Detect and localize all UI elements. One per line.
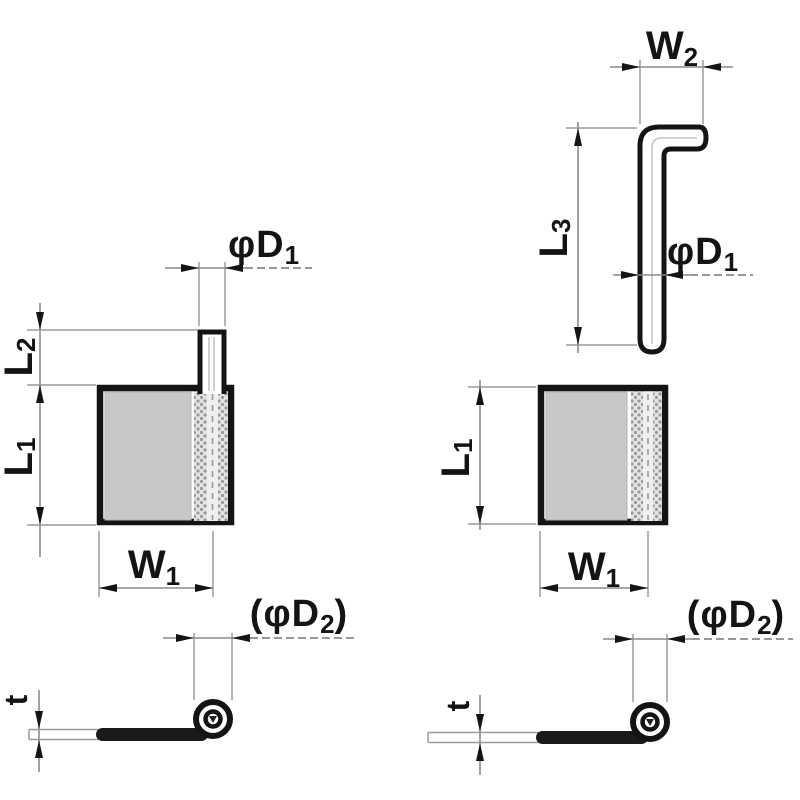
arrowhead [225, 264, 243, 272]
arrowhead [195, 584, 213, 592]
arrowhead [36, 385, 44, 403]
hinge-knuckle-channel [643, 391, 653, 521]
hinge-pin [197, 329, 227, 394]
body-width-label: W1 [568, 545, 620, 593]
left-hinge-front-view [96, 329, 235, 526]
pin-height-label: L2 [0, 338, 41, 377]
l-pin-body [637, 124, 709, 355]
arrowhead [476, 506, 484, 524]
l-pin-highlight-line [651, 137, 697, 344]
arrowhead [99, 584, 117, 592]
right-labels: W2 L3 φD1 L1 W1 (φD2) t [434, 24, 785, 711]
knuckle-curl-center [646, 719, 654, 726]
thickness-label: t [440, 700, 476, 711]
arrowhead [476, 387, 484, 405]
right-hinge-front-view [537, 384, 669, 526]
left-hinge-side-view [28, 699, 233, 741]
body-width-label: W1 [128, 543, 180, 591]
thickness-label: t [0, 694, 34, 705]
leaf-bar [536, 731, 648, 744]
body-height-label: L1 [0, 438, 41, 477]
left-arrowheads [35, 264, 250, 758]
arrowhead [35, 711, 43, 729]
knuckle-diameter-label: (φD2) [687, 594, 785, 640]
arrowhead [232, 634, 250, 642]
body-height-label: L1 [434, 439, 478, 478]
right-arrowheads [476, 63, 721, 761]
arrowhead [476, 743, 484, 761]
leaf-thin-outline [28, 728, 100, 741]
arrowhead [476, 714, 484, 732]
knuckle-diameter-label: (φD2) [250, 593, 348, 639]
arrowhead [574, 128, 582, 146]
pin-diameter-label: φD1 [667, 231, 738, 277]
left-labels: φD1 L2 L1 W1 (φD2) t [0, 224, 348, 705]
arrowhead [630, 584, 648, 592]
arrowhead [703, 63, 721, 71]
arrowhead [667, 635, 685, 643]
arrowhead [181, 264, 199, 272]
left-hinge-figure: φD1 L2 L1 W1 (φD2) t [0, 224, 358, 772]
arrowhead [621, 271, 639, 279]
arrowhead [574, 327, 582, 345]
right-hinge-side-view [427, 702, 670, 744]
arrowhead [36, 507, 44, 525]
arrowhead [665, 271, 683, 279]
pin-arm-width-label: W2 [646, 24, 698, 72]
arrowhead [615, 635, 633, 643]
leaf-thin-outline [427, 731, 540, 744]
arrowhead [35, 740, 43, 758]
arrowhead [622, 63, 640, 71]
pin-diameter-label: φD1 [228, 224, 299, 270]
hinge-leaf-panel [104, 391, 192, 521]
arrowhead [176, 634, 194, 642]
hinge-knuckle-channel [207, 391, 218, 521]
pin-length-label: L3 [532, 219, 576, 258]
knuckle-curl-center [209, 716, 217, 723]
hinge-leaf-panel [545, 391, 628, 521]
right-hinge-figure: W2 L3 φD1 L1 W1 (φD2) t [427, 24, 793, 775]
leaf-bar [96, 728, 208, 741]
arrowhead [540, 584, 558, 592]
arrowhead [36, 312, 44, 330]
